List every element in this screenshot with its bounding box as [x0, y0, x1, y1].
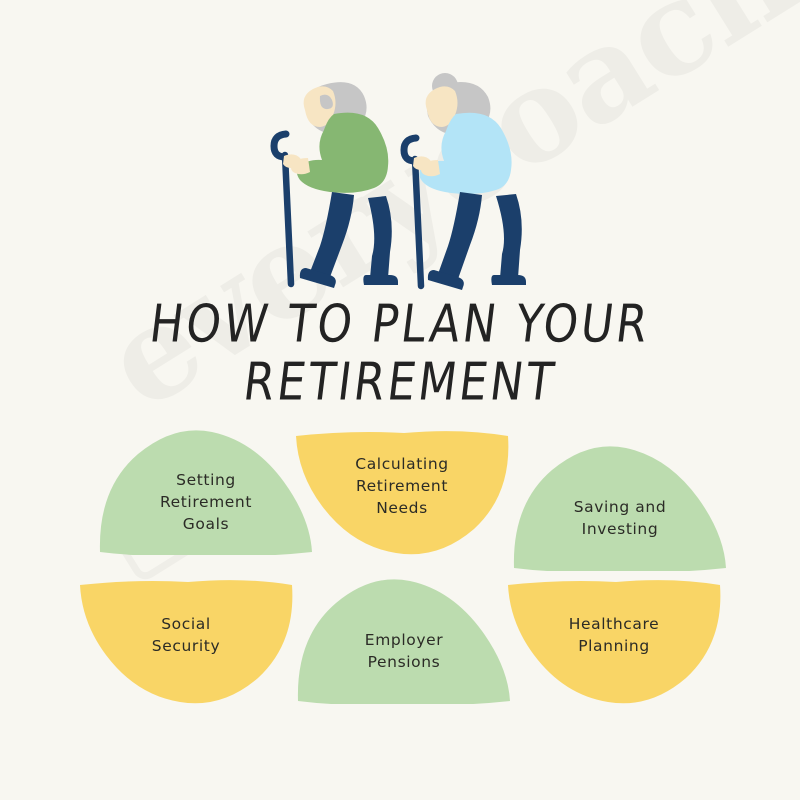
bowl-shape: [296, 431, 509, 555]
card-label: Setting Retirement Goals: [159, 470, 253, 533]
card-label: Social Security: [151, 614, 221, 655]
card-label: Employer Pensions: [364, 630, 444, 671]
bowl-shape: [80, 580, 293, 704]
title-line-2: RETIREMENT: [240, 352, 560, 413]
card-grid: Setting Retirement Goals Calculating Ret…: [0, 424, 800, 714]
dome-shape: [99, 430, 312, 555]
illustration-elderly-couple: [250, 70, 550, 295]
card-calculating-retirement-needs[interactable]: Calculating Retirement Needs: [292, 430, 512, 555]
card-label: Calculating Retirement Needs: [355, 454, 449, 517]
card-setting-retirement-goals[interactable]: Setting Retirement Goals: [96, 430, 316, 555]
dome-shape: [513, 446, 726, 571]
card-social-security[interactable]: Social Security: [76, 579, 296, 704]
card-saving-and-investing[interactable]: Saving and Investing: [510, 446, 730, 571]
card-healthcare-planning[interactable]: Healthcare Planning: [504, 579, 724, 704]
bowl-shape: [508, 580, 721, 704]
card-label: Healthcare Planning: [568, 614, 660, 655]
card-employer-pensions[interactable]: Employer Pensions: [294, 579, 514, 704]
dome-shape: [297, 579, 510, 704]
card-label: Saving and Investing: [573, 497, 667, 538]
page-title: HOW TO PLAN YOUR RETIREMENT: [0, 294, 800, 412]
